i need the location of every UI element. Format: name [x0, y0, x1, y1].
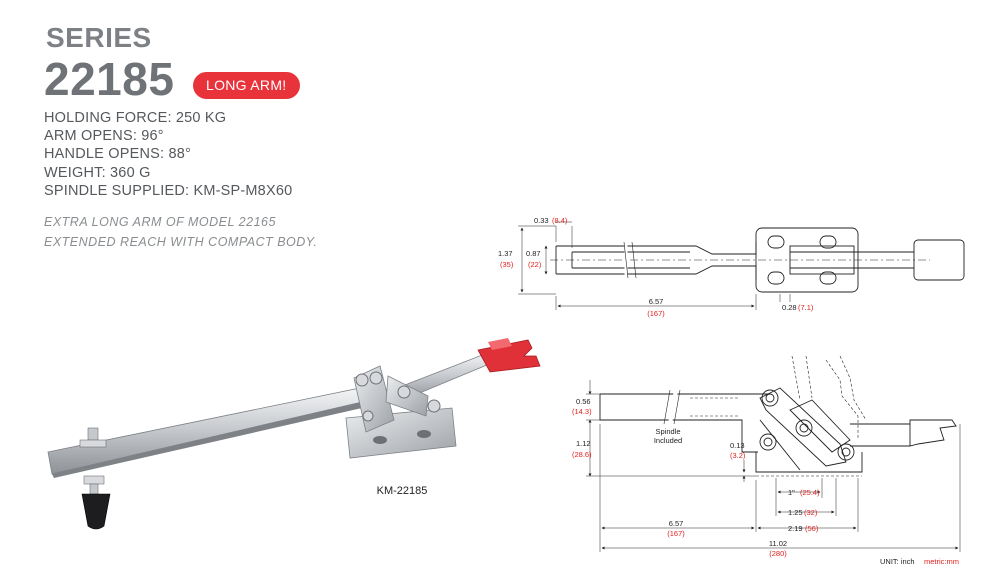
top-body-outline [755, 227, 859, 293]
side-view-dimensions: 0.56 (14.3) 1.12 (28.6) 0.13 (3.2) 1" (2… [572, 397, 959, 566]
side-pivot-1 [761, 389, 779, 407]
description-line-2: EXTENDED REACH WITH COMPACT BODY. [44, 235, 318, 249]
side-view-drawing [586, 355, 961, 552]
svg-text:(25.4): (25.4) [800, 488, 820, 497]
top-dim-a: 0.33 [534, 216, 549, 225]
side-dim-a: 0.56 [576, 397, 591, 406]
long-arm-badge: LONG ARM! [193, 72, 300, 99]
side-body-base [755, 452, 863, 473]
side-dim-e: 1.25 [788, 508, 803, 517]
svg-text:(167): (167) [647, 309, 665, 318]
top-view-drawing [518, 221, 965, 310]
spec-list: HOLDING FORCE: 250 KG ARM OPENS: 96° HAN… [44, 109, 292, 200]
unit-label: UNIT: inch [880, 557, 915, 566]
side-pivot-2 [795, 419, 813, 437]
spindle-note-line-1: Spindle [655, 427, 680, 436]
side-dim-f: 6.57 [669, 519, 684, 528]
spindle-nut-top [79, 439, 107, 448]
spec-weight: WEIGHT: 360 G [44, 164, 151, 181]
spec-holding-force: HOLDING FORCE: 250 KG [44, 110, 227, 126]
svg-text:(7.1): (7.1) [798, 303, 814, 312]
top-dim-d: 6.57 [649, 297, 664, 306]
product-caption: KM-22185 [377, 485, 428, 497]
side-pivot-4 [837, 443, 855, 461]
product-description: EXTRA LONG ARM OF MODEL 22165 EXTENDED R… [44, 212, 317, 252]
svg-text:(35): (35) [500, 260, 514, 269]
clamp-photo [47, 338, 541, 530]
spec-handle-opens: HANDLE OPENS: 88° [44, 146, 191, 163]
spec-arm-opens: ARM OPENS: 96° [44, 128, 164, 145]
spindle-nut-bottom [83, 475, 105, 485]
side-handle [909, 419, 957, 447]
top-dim-b: 1.37 [498, 249, 513, 258]
unit-metric: metric:mm [924, 557, 959, 566]
spindle-note-line-2: Included [654, 436, 682, 445]
base-hole-1 [373, 436, 387, 444]
svg-text:(280): (280) [769, 549, 787, 558]
side-pivot-3 [759, 433, 777, 451]
model-number: 22185 [44, 53, 175, 105]
pivot-rivet-4 [427, 399, 441, 413]
spec-spindle: SPINDLE SUPPLIED: KM-SP-M8X60 [44, 182, 293, 199]
top-view-dimensions: 0.33 (8.4) 1.37 (35) 0.87 (22) 6.57 (167… [498, 216, 814, 318]
svg-text:(8.4): (8.4) [552, 216, 568, 225]
top-handle-outline [913, 239, 965, 281]
svg-text:(14.3): (14.3) [572, 407, 592, 416]
pivot-rivet-2 [369, 371, 383, 385]
spindle-thread-top [87, 427, 99, 441]
side-dim-g: 2.19 [788, 524, 803, 533]
svg-text:(56): (56) [805, 524, 819, 533]
side-dim-h: 11.02 [769, 539, 787, 548]
description-line-1: EXTRA LONG ARM OF MODEL 22165 [44, 215, 276, 229]
svg-text:(167): (167) [667, 529, 685, 538]
svg-text:(3.2): (3.2) [730, 451, 746, 460]
svg-text:(32): (32) [804, 508, 818, 517]
pivot-rivet-1 [355, 373, 369, 387]
side-dim-c: 0.13 [730, 441, 745, 450]
series-label: SERIES [46, 22, 152, 53]
top-dim-e: 0.28 [782, 303, 797, 312]
base-hole-2 [417, 430, 431, 438]
spindle-rubber-tip [81, 493, 111, 530]
svg-text:(22): (22) [528, 260, 542, 269]
svg-text:(28.6): (28.6) [572, 450, 592, 459]
pivot-rivet-3 [397, 385, 411, 399]
side-dim-b: 1.12 [576, 439, 591, 448]
top-dim-c: 0.87 [526, 249, 541, 258]
side-dim-d: 1" [788, 488, 795, 497]
